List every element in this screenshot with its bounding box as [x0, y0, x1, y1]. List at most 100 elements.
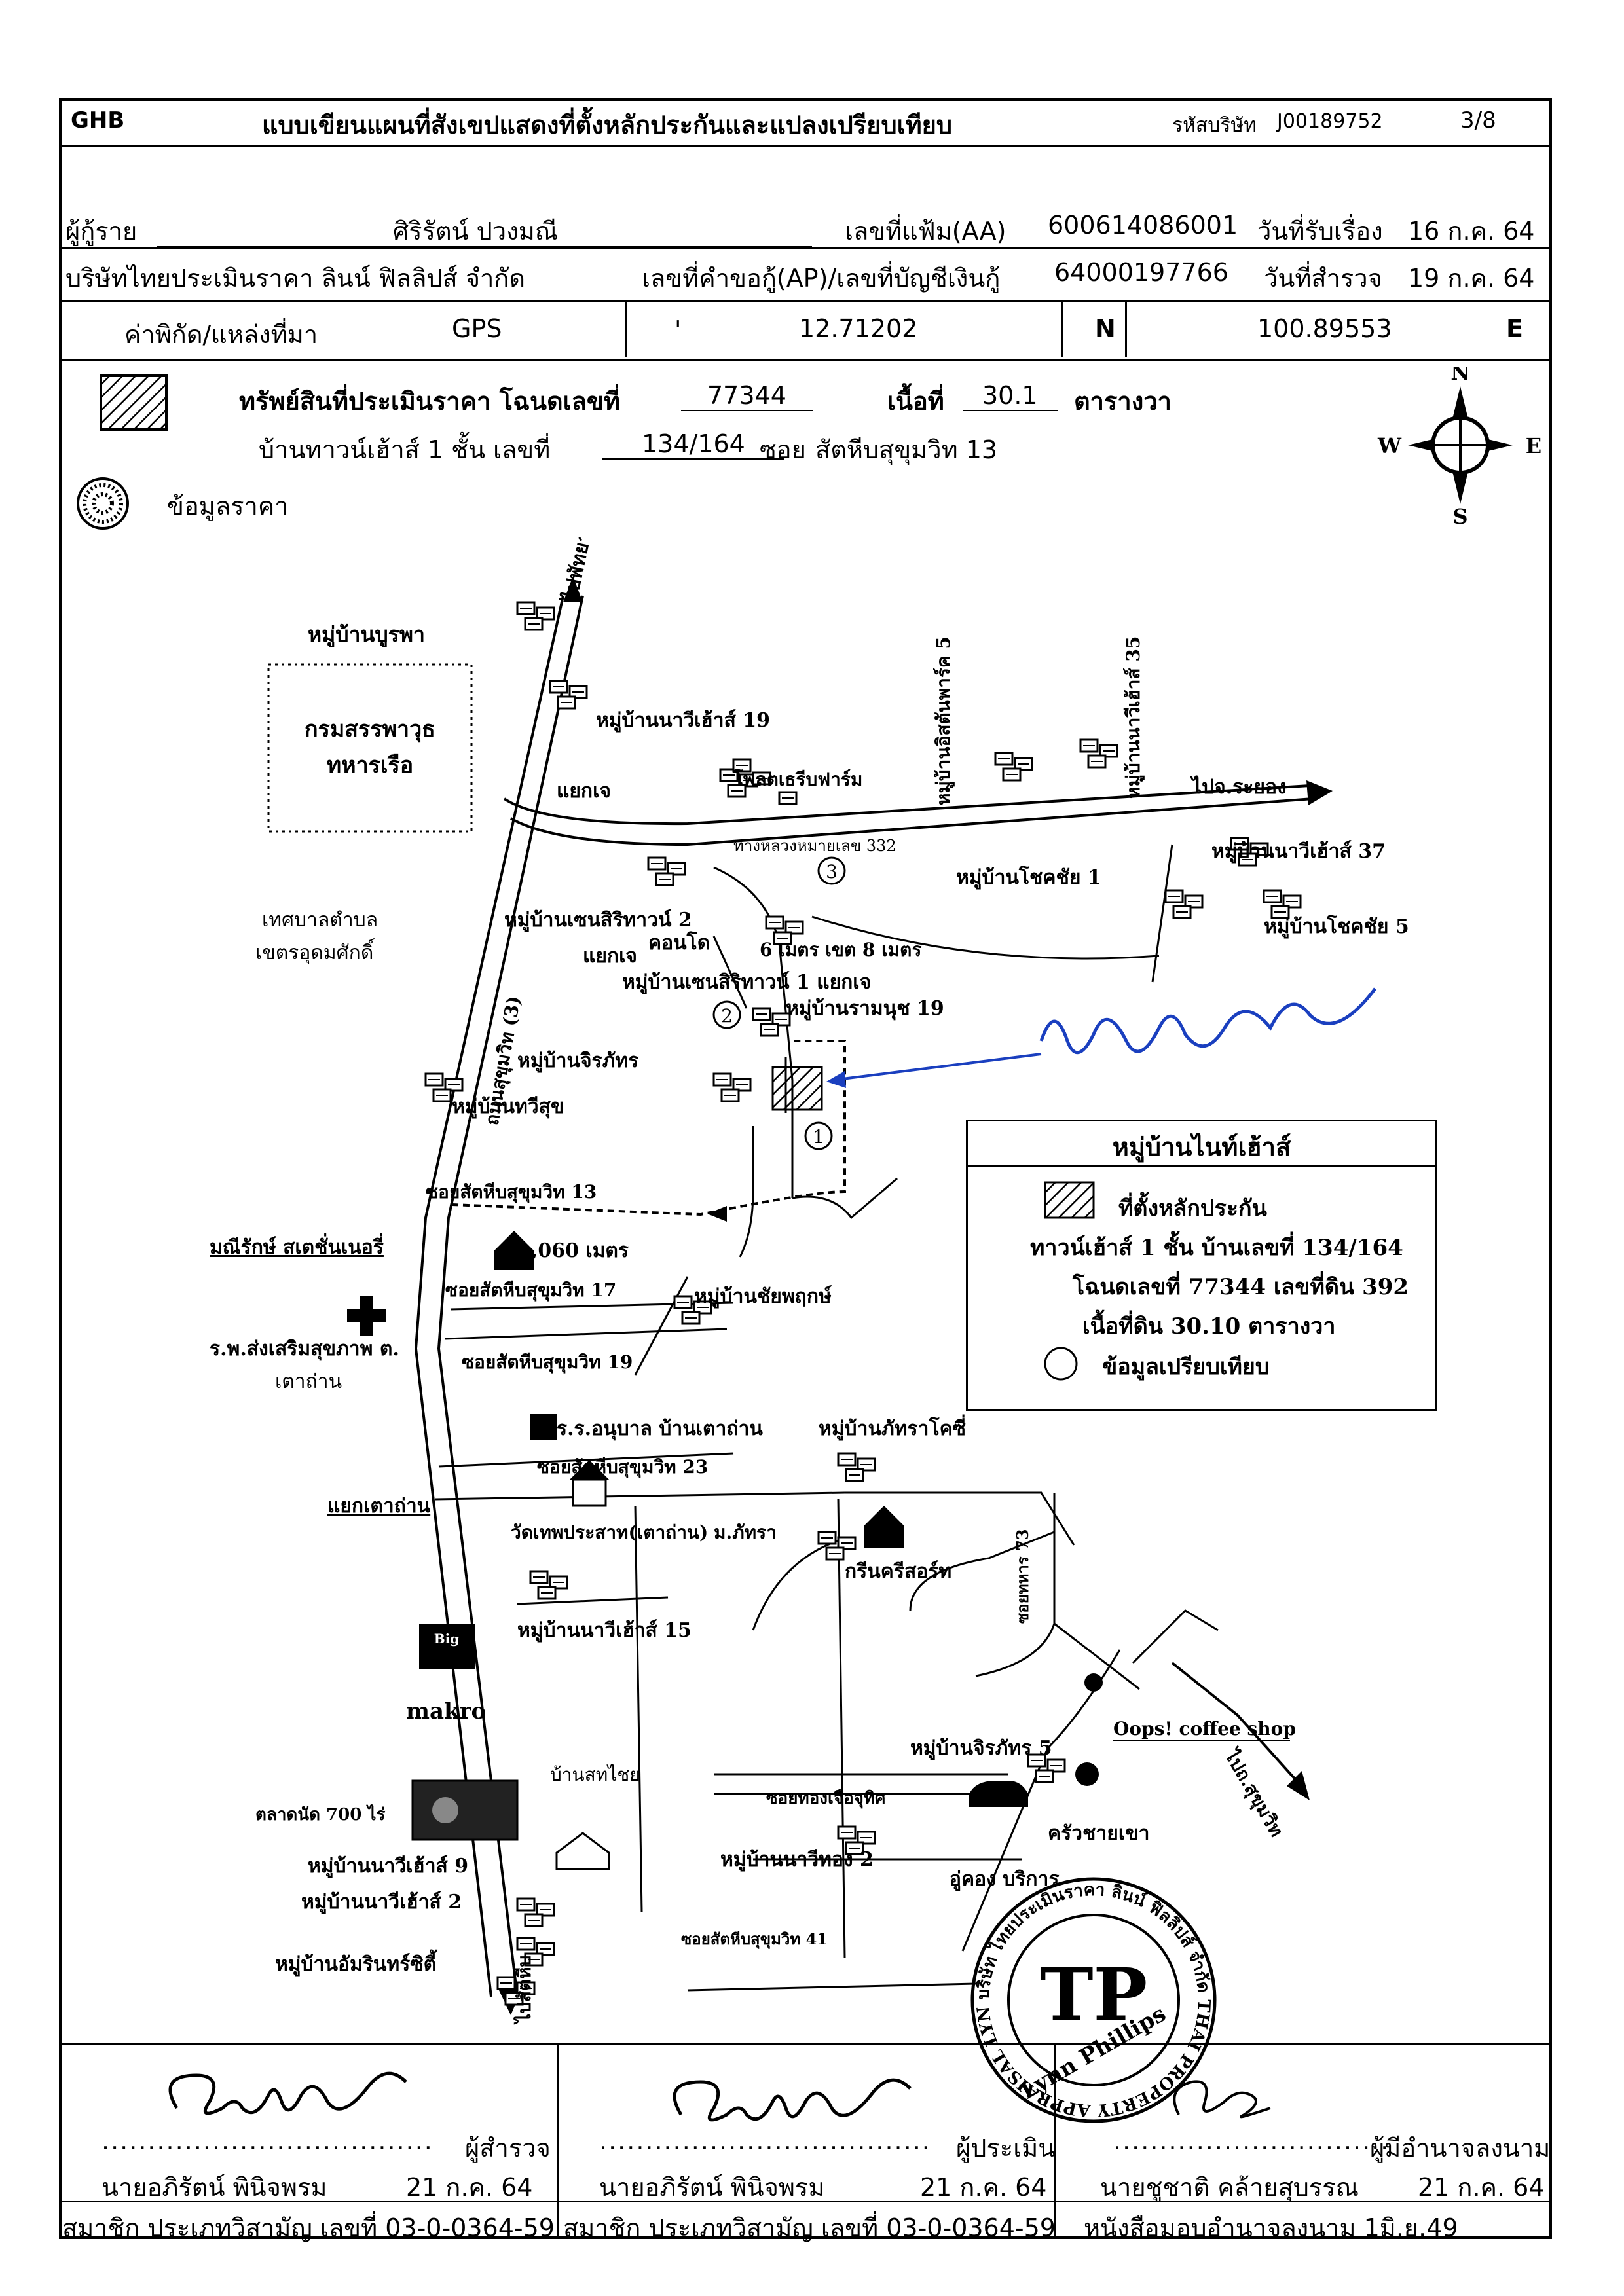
coords-tick: ' [674, 316, 682, 344]
company-code: J00189752 [1277, 110, 1383, 133]
blue-signature [1039, 987, 1376, 1055]
stationery-icon [494, 1231, 534, 1270]
map-hw332: ทางหลวงหมายเลข 332 [733, 837, 896, 855]
asset-line1-label: ทรัพย์สินที่ประเมินราคา โฉนดเลขที่ [239, 387, 620, 416]
big-c-logo [419, 1624, 475, 1669]
map-yaekjo1: แยกเจ [557, 780, 611, 803]
longitude-dir: E [1506, 314, 1523, 343]
map-to-pattaya: ไปพัทยา [558, 537, 596, 606]
row-divider-2 [59, 300, 1552, 302]
signature-3-scribble [1173, 2080, 1271, 2119]
signature-2-scribble [673, 2078, 912, 2122]
signature-3-dots: .............................. [1113, 2126, 1390, 2155]
legend-divider [968, 1165, 1435, 1167]
survey-label: วันที่สำรวจ [1264, 264, 1382, 293]
car-repair-icon [969, 1781, 1028, 1807]
map-oukong: อู่คอง บริการ [950, 1868, 1059, 1891]
signature-2-date: 21 ก.ค. 64 [920, 2173, 1047, 2202]
map-jirapat5: หมู่บ้านจิรภัทร 5 [910, 1737, 1052, 1760]
signature-2-role: ผู้ประเมิน [956, 2134, 1056, 2162]
signature-col-divider-1 [557, 2043, 559, 2239]
signature-divider [59, 2043, 1552, 2045]
map-soi13: ซอยสัตหีบสุขุมวิท 13 [426, 1181, 597, 1203]
row-divider-3 [59, 359, 1552, 361]
legend-hatch-icon [1044, 1181, 1095, 1219]
latitude-dir: N [1095, 314, 1116, 343]
area-unit: ตารางวา [1074, 387, 1172, 416]
market-photo-detail [432, 1797, 458, 1823]
map-kindergarten: ร.ร.อนุบาล บ้านเตาถ่าน [557, 1417, 763, 1441]
deed-no: 77344 [681, 381, 813, 411]
school-icon [530, 1414, 557, 1440]
coord-divider-1 [625, 301, 627, 357]
map-jerdpark5: หมู่บ้านอิสตันพาร์ค 5 [932, 636, 955, 805]
comparison-3 [817, 856, 846, 885]
map-temple: วัดเทพประสาท(เตาถ่าน) [511, 1522, 708, 1543]
location-map: กรมสรรพาวุธ ทหารเรือ [210, 537, 1409, 2025]
map-maneerak: มณีรักษ์ สเตชั่นเนอรี่ [210, 1233, 384, 1259]
company-name: บริษัทไทยประเมินราคา ลินน์ ฟิลลิปส์ จำกั… [65, 264, 526, 293]
loan-no-label: เลขที่คำขอกู้(AP)/เลขที่บัญชีเงินกู้ [642, 264, 1001, 293]
coffee-icon [1084, 1673, 1103, 1692]
document-frame [59, 98, 1552, 2239]
map-poultry: โพลตเธรีบฟาร์ม [733, 768, 862, 790]
comparison-2 [712, 1000, 741, 1029]
coord-divider-3 [1125, 301, 1127, 357]
map-oops: Oops! coffee shop [1113, 1718, 1296, 1740]
map-naviehouse35: หมู่บ้านนาวีเฮ้าส์ 35 [1122, 636, 1145, 799]
temple-roof [570, 1460, 609, 1480]
map-market: ตลาดนัด 700 ไร่ [255, 1804, 385, 1825]
map-navy2: ทหารเรือ [327, 752, 413, 778]
map-legend: หมู่บ้านไนท์เฮ้าส์ ที่ตั้งหลักประกัน ทาว… [966, 1120, 1437, 1411]
area-value: 30.1 [963, 381, 1058, 411]
map-naviehouse37: หมู่บ้านนาวีเฮ้าส์ 37 [1211, 840, 1386, 864]
compass-s: S [1452, 504, 1467, 524]
hatch-legend-icon [100, 374, 168, 431]
compass-n: N [1450, 367, 1469, 385]
signature-2-member: สมาชิก ประเภทวิสามัญ เลขที่ 03-0-0364-59 [563, 2214, 1056, 2242]
signature-1-date: 21 ก.ค. 64 [406, 2173, 533, 2202]
signature-2-name: นายอภิรัตน์ พินิจพรม [599, 2173, 825, 2202]
received-date: 16 ก.ค. 64 [1408, 217, 1535, 246]
comparison-3-label: 3 [826, 861, 838, 883]
hospital-cross-bar [347, 1309, 386, 1322]
legend-line2: ทาวน์เฮ้าส์ 1 ชั้น บ้านเลขที่ 134/164 [1030, 1235, 1403, 1261]
resort-icon [864, 1506, 904, 1548]
price-info-icon [77, 477, 129, 530]
map-soi17: ซอยสัตหีบสุขุมวิท 17 [445, 1279, 616, 1302]
signature-3-name: นายชูชาติ คล้ายสุบรรณ [1100, 2173, 1359, 2202]
map-soi23: ซอยสัตหีบสุขุมวิท 23 [537, 1456, 708, 1478]
coord-divider-2 [1061, 301, 1063, 357]
compass-rose: N S W E [1377, 367, 1541, 524]
map-soi73: ซอยทหาร 73 [1013, 1529, 1032, 1624]
soi-label: ซอย [760, 435, 806, 464]
map-amarin: หมู่บ้านอัมรินทร์ซิตี้ [275, 1949, 437, 1977]
map-yaek-taothan: แยกเตาถ่าน [327, 1495, 431, 1518]
map-ramnuch19: หมู่บ้านรามนุช 19 [786, 997, 944, 1021]
received-label: วันที่รับเรื่อง [1257, 217, 1383, 246]
route-arrow [707, 1206, 727, 1222]
map-hospital1: ร.พ.ส่งเสริมสุขภาพ ต. [210, 1338, 399, 1361]
map-sensiri2: หมู่บ้านเซนสิริทาวน์ 2 [504, 909, 692, 932]
stamp-mark: TP [1040, 1952, 1148, 2037]
signature-1-scribble [168, 2071, 407, 2115]
map-naviehouse19: หมู่บ้านนาวีเฮ้าส์ 19 [596, 709, 770, 733]
map-green-store: กรีนครีสอร์ท [845, 1560, 951, 1583]
legend-line5: ข้อมูลเปรียบเทียบ [1102, 1354, 1270, 1380]
highway-332 [503, 780, 1333, 847]
file-no: 600614086001 [1048, 211, 1238, 240]
signature-1-name: นายอภิรัตน์ พินิจพรม [101, 2173, 327, 2202]
borrower-underline [157, 246, 812, 247]
map-ban-sathai: บ้านสทไชย [550, 1764, 640, 1785]
soi-name: สัตหีบสุขุมวิท 13 [815, 435, 998, 464]
legend-line3: โฉนดเลขที่ 77344 เลขที่ดิน 392 [1073, 1274, 1409, 1300]
kitchen-icon [1075, 1762, 1099, 1786]
map-mpatra: ม.ภัทรา [714, 1522, 777, 1543]
page-number: 3/8 [1460, 107, 1496, 134]
map-to-rayong: ไปจ.ระยอง [1190, 775, 1287, 799]
road-to-sukhumvit [1171, 1662, 1298, 1782]
map-tessaban2: เขตรอุดมศักดิ์ [255, 938, 375, 965]
map-kruachaykao: ครัวชายเขา [1048, 1822, 1149, 1845]
comparison-1 [804, 1121, 833, 1150]
file-no-label: เลขที่แฟ้ม(AA) [845, 217, 1006, 246]
